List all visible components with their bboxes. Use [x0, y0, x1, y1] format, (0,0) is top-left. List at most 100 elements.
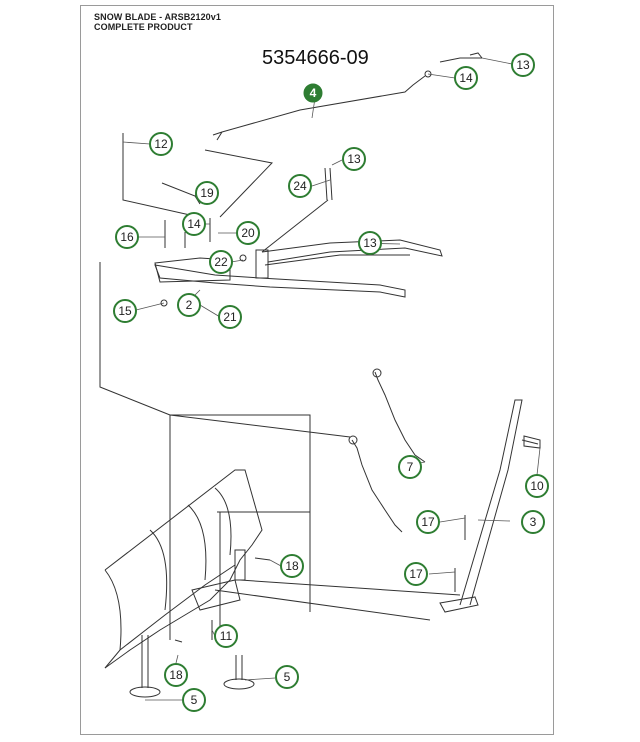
blade-curve-3 — [187, 504, 207, 581]
callout-10: 10 — [525, 474, 549, 498]
callout-ring — [149, 132, 173, 156]
callout-label: 13 — [516, 58, 530, 72]
callout-19: 19 — [195, 181, 219, 205]
callout-label: 13 — [363, 236, 377, 250]
callout-leaders — [122, 57, 541, 701]
upper-arm — [261, 239, 443, 263]
callout-5: 5 — [182, 688, 206, 712]
callout-2: 2 — [177, 293, 201, 317]
callout-16: 16 — [115, 225, 139, 249]
callout-label: 14 — [459, 71, 473, 85]
callout-label: 3 — [530, 515, 537, 529]
callout-20: 20 — [236, 221, 260, 245]
callout-label: 2 — [186, 298, 193, 312]
callout-13: 13 — [511, 53, 535, 77]
callout-label: 5 — [284, 670, 291, 684]
leader-lower-right — [214, 579, 461, 621]
callout-label: 16 — [120, 230, 134, 244]
part-number: 5354666-09 — [262, 47, 369, 69]
chain — [324, 167, 333, 201]
callout-ring — [177, 293, 201, 317]
leader-frame-top — [122, 140, 273, 218]
callout-21: 21 — [218, 305, 242, 329]
callout-13: 13 — [358, 231, 382, 255]
callout-label: 12 — [154, 137, 168, 151]
callout-5: 5 — [275, 665, 299, 689]
rod-bend — [216, 131, 223, 141]
mount-post — [234, 549, 246, 581]
callout-ring — [214, 624, 238, 648]
chain-rod — [261, 199, 329, 253]
callout-12: 12 — [149, 132, 173, 156]
skid-shoe-2 — [223, 678, 255, 690]
callout-ring — [303, 83, 323, 103]
upper-arm-2 — [264, 254, 410, 266]
callout-label: 19 — [200, 186, 214, 200]
callout-label: 14 — [187, 217, 201, 231]
callout-ring — [525, 474, 549, 498]
callout-18: 18 — [164, 663, 188, 687]
callout-ring — [195, 181, 219, 205]
line-art — [99, 52, 541, 701]
nut-22 — [239, 254, 247, 262]
callout-ring — [182, 212, 206, 236]
skid-shoe-1 — [129, 686, 161, 698]
callout-label: 17 — [421, 515, 435, 529]
callout-17: 17 — [416, 510, 440, 534]
callout-label: 21 — [223, 310, 237, 324]
callout-ring — [358, 231, 382, 255]
callout-ring — [416, 510, 440, 534]
skid-stem-1 — [141, 635, 149, 688]
callout-label: 11 — [220, 629, 233, 643]
leader-blade-box — [217, 511, 310, 640]
handle-rod — [459, 399, 523, 606]
callout-label: 10 — [530, 479, 544, 493]
leader-spring — [169, 414, 351, 438]
callout-label: 7 — [407, 460, 414, 474]
nut-15 — [160, 299, 168, 307]
callout-11: 11 — [214, 624, 238, 648]
diagram-frame — [80, 5, 554, 735]
callout-18: 18 — [280, 554, 304, 578]
handle-grip — [521, 435, 541, 449]
mount-plate — [154, 257, 231, 283]
callout-14: 14 — [182, 212, 206, 236]
callout-ring — [182, 688, 206, 712]
blade-lower-edge — [104, 564, 236, 669]
callout-label: 24 — [293, 179, 307, 193]
callout-ring — [288, 174, 312, 198]
pin-19 — [161, 182, 201, 205]
callout-17: 17 — [404, 562, 428, 586]
spring-hook-2 — [348, 435, 358, 445]
control-rod — [212, 75, 426, 136]
callout-ring — [454, 66, 478, 90]
blade-curve-4 — [214, 487, 232, 556]
header-subtitle: COMPLETE PRODUCT — [94, 22, 193, 32]
callout-ring — [218, 305, 242, 329]
blade-mount — [191, 579, 241, 611]
spring-upper — [374, 371, 426, 463]
callout-ring — [209, 250, 233, 274]
blade-curve-2 — [149, 529, 168, 611]
callout-ring — [398, 455, 422, 479]
callout-label: 13 — [347, 152, 361, 166]
callout-4: 4 — [303, 83, 323, 103]
callout-ring — [236, 221, 260, 245]
blade-outline — [104, 469, 263, 669]
spring-hook-1 — [372, 368, 382, 378]
pin-14 — [184, 218, 211, 248]
callout-label: 15 — [118, 304, 132, 318]
header-title: SNOW BLADE - ARSB2120v1 — [94, 12, 221, 22]
callout-label: 4 — [310, 86, 317, 100]
callout-7: 7 — [398, 455, 422, 479]
callout-label: 20 — [241, 226, 255, 240]
callout-ring — [113, 299, 137, 323]
callout-22: 22 — [209, 250, 233, 274]
callout-14: 14 — [454, 66, 478, 90]
rod-clip — [439, 52, 483, 63]
callout-15: 15 — [113, 299, 137, 323]
callout-ring — [521, 510, 545, 534]
callout-3: 3 — [521, 510, 545, 534]
